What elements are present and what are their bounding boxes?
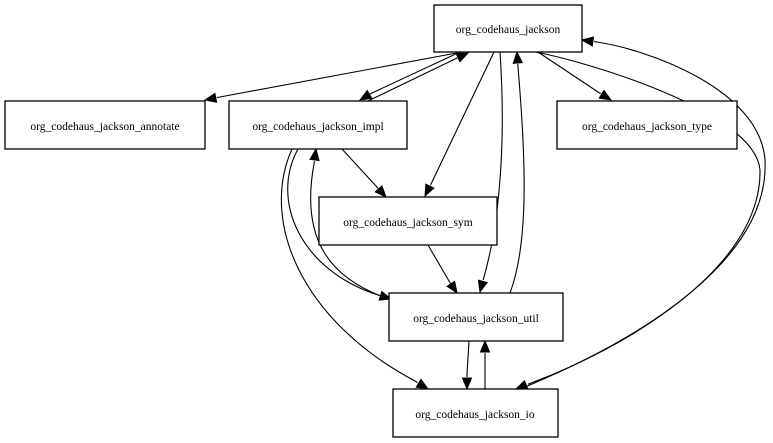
arrowhead-icon — [479, 339, 491, 353]
node-util[interactable]: org_codehaus_jackson_util — [388, 292, 564, 342]
edge-jackson-to-type — [537, 51, 613, 101]
arrowhead-icon — [455, 52, 470, 63]
edge-line — [537, 51, 601, 95]
arrowhead-icon — [358, 89, 373, 101]
node-annotate[interactable]: org_codehaus_jackson_annotate — [4, 100, 206, 150]
edge-sym-to-util — [427, 244, 458, 295]
edge-line — [519, 41, 766, 390]
arrowhead-icon — [598, 89, 613, 101]
node-io[interactable]: org_codehaus_jackson_io — [392, 388, 559, 438]
node-label: org_codehaus_jackson — [456, 24, 561, 36]
node-jackson[interactable]: org_codehaus_jackson — [433, 4, 583, 53]
edge-line — [466, 340, 470, 377]
edge-line — [427, 244, 452, 284]
edge-util-to-jackson — [509, 50, 525, 294]
edge-line — [287, 148, 381, 297]
edges-layer — [203, 36, 766, 391]
edge-io-to-util — [479, 339, 491, 389]
node-impl[interactable]: org_codehaus_jackson_impl — [228, 100, 408, 150]
edge-line — [367, 57, 458, 102]
node-label: org_codehaus_jackson_impl — [252, 121, 383, 133]
arrowhead-icon — [309, 147, 320, 162]
node-label: org_codehaus_jackson_annotate — [30, 121, 179, 133]
edge-io-to-jackson — [519, 36, 766, 390]
node-type[interactable]: org_codehaus_jackson_type — [556, 100, 738, 150]
node-label: org_codehaus_jackson_type — [582, 121, 712, 133]
edge-jackson-to-impl — [358, 51, 461, 101]
node-label: org_codehaus_jackson_io — [415, 409, 534, 421]
edge-line — [280, 148, 418, 384]
arrowhead-icon — [580, 36, 595, 47]
node-sym[interactable]: org_codehaus_jackson_sym — [318, 196, 498, 246]
edge-jackson-to-sym — [424, 51, 495, 198]
node-label: org_codehaus_jackson_util — [413, 313, 539, 325]
edge-line — [509, 63, 525, 294]
arrowhead-icon — [203, 92, 218, 103]
arrowhead-icon — [461, 377, 473, 391]
edge-jackson-to-util — [477, 51, 503, 294]
nodes-layer: org_codehaus_jackson org_codehaus_jackso… — [4, 4, 738, 438]
arrowhead-icon — [424, 183, 435, 198]
edge-line — [310, 160, 393, 301]
node-label: org_codehaus_jackson_sym — [343, 217, 473, 229]
edge-jackson-to-annotate — [203, 51, 463, 103]
arrowhead-icon — [477, 279, 489, 294]
edge-impl-to-io — [280, 148, 430, 390]
arrowhead-icon — [512, 50, 523, 64]
edge-impl-to-sym — [341, 148, 387, 198]
edge-line — [482, 51, 503, 281]
edge-util-to-impl — [309, 147, 393, 301]
edge-line — [369, 51, 461, 95]
edge-line — [430, 51, 495, 186]
edge-util-to-io — [461, 340, 473, 391]
arrowhead-icon — [415, 378, 430, 390]
edge-impl-to-jackson — [367, 52, 470, 102]
edge-line — [341, 148, 379, 189]
edge-line — [216, 51, 463, 99]
arrowhead-icon — [446, 280, 458, 295]
arrowhead-icon — [374, 184, 387, 198]
